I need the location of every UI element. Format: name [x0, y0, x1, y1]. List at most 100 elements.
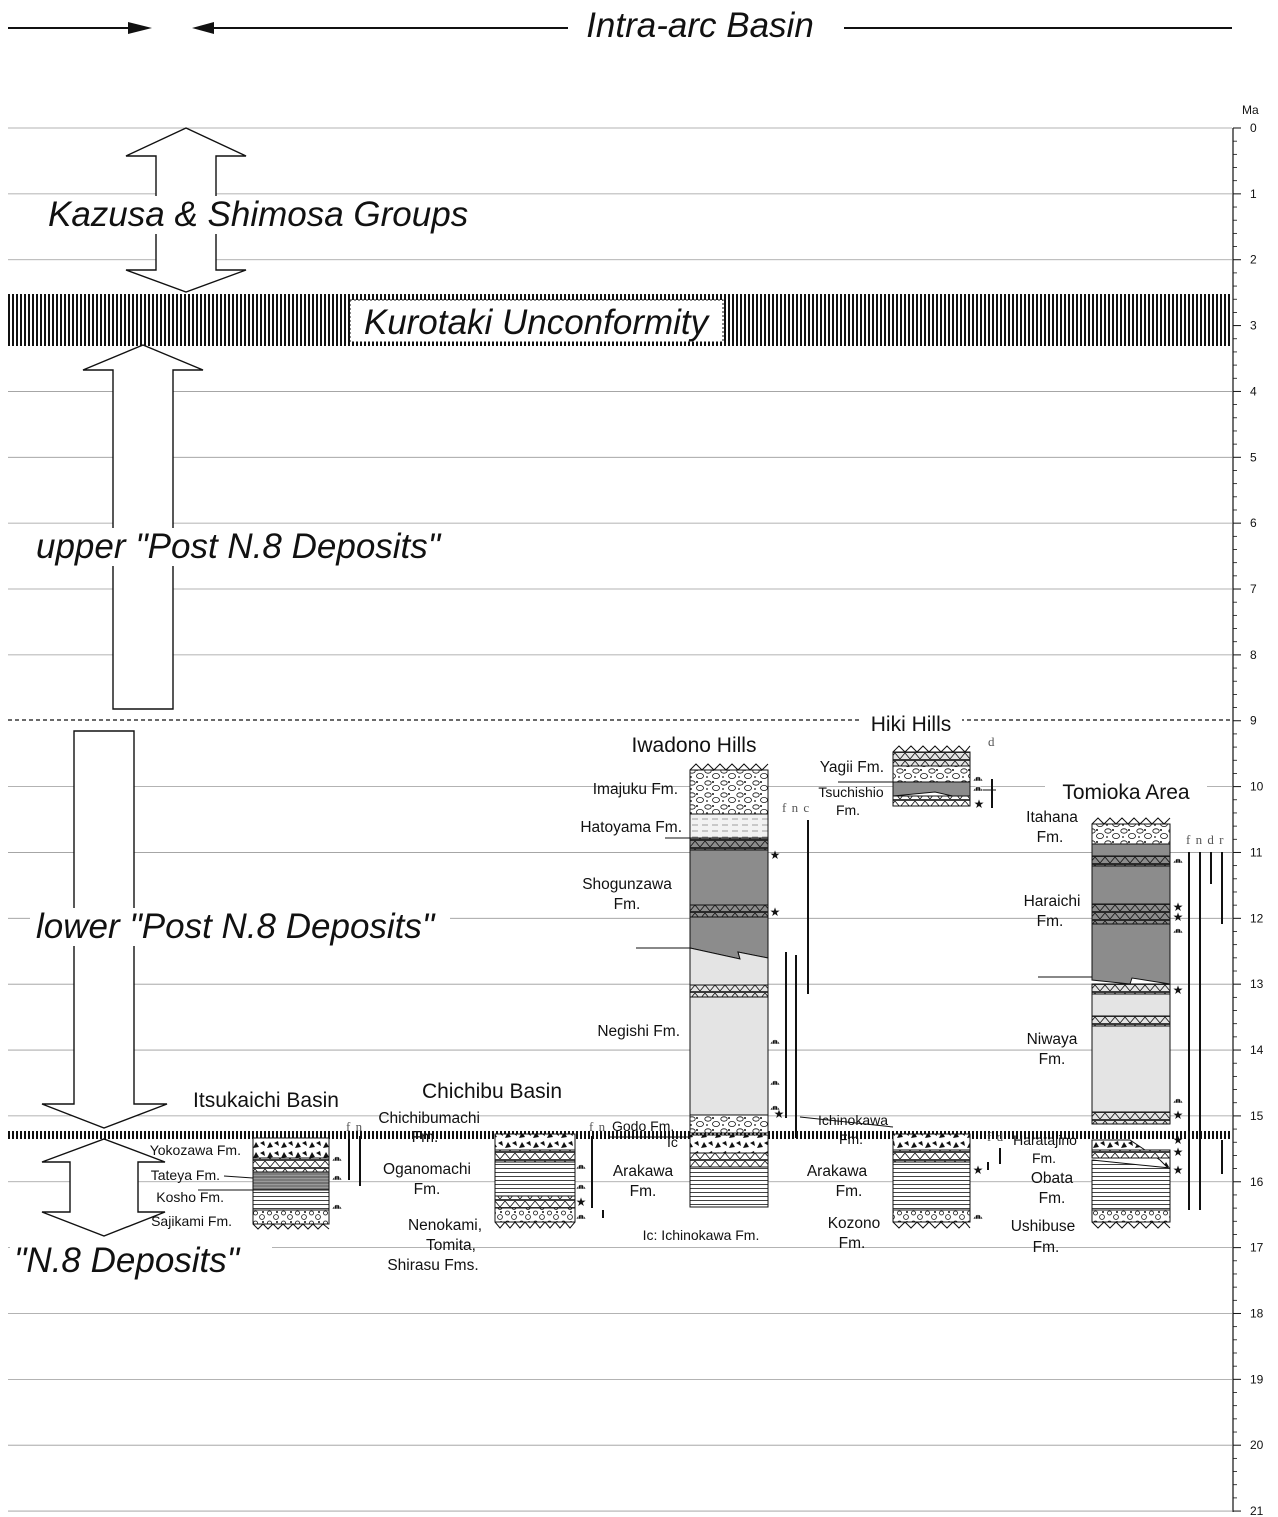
ichinokawa-abbrev-label: Ic	[667, 1134, 678, 1150]
shell-fossil-icon	[972, 775, 984, 782]
kazusa-shimosa-label: Kazusa & Shimosa Groups	[48, 195, 468, 234]
ichinokawa-fm-label: Fm.	[839, 1131, 863, 1147]
star-fossil-icon: ★	[974, 797, 985, 811]
haraichi-label: Haraichi	[1024, 893, 1081, 910]
oganomachi-fm-label: Fm.	[414, 1181, 441, 1198]
hiki-range-letters-bottom: f d	[987, 1129, 1004, 1144]
star-fossil-icon: ★	[1173, 1145, 1184, 1159]
ushibuse-fm-label: Fm.	[1033, 1239, 1060, 1256]
obata-label: Obata	[1031, 1170, 1074, 1187]
shell-fossil-icon	[331, 1203, 343, 1210]
tomita-label: Tomita,	[426, 1237, 476, 1254]
iwadono-hills-title: Iwadono Hills	[632, 734, 757, 757]
shell-fossil-icon	[769, 1079, 781, 1086]
axis-tick-label: 2	[1250, 253, 1257, 267]
star-fossil-icon: ★	[1173, 1163, 1184, 1177]
star-fossil-icon: ★	[770, 848, 781, 862]
shogunzawa-fm-label: Fm.	[614, 896, 641, 913]
shell-fossil-icon	[331, 1174, 343, 1181]
itsukaichi-basin-title: Itsukaichi Basin	[193, 1089, 339, 1112]
chichibu-basin-title: Chichibu Basin	[422, 1080, 562, 1103]
axis-tick-label: 10	[1250, 780, 1264, 794]
niwaya-label: Niwaya	[1027, 1031, 1078, 1048]
axis-tick-label: 6	[1250, 516, 1257, 530]
tomioka-range-letters: f n d r	[1186, 832, 1224, 847]
ichinokawa-note: Ic: Ichinokawa Fm.	[643, 1227, 760, 1243]
chichibu-basin-group: Chichibu Basin Chichibumachi Fm. Oganoma…	[378, 1080, 759, 1274]
axis-tick-label: 15	[1250, 1109, 1264, 1123]
fossil-markers: ★★★★★★★★★★★★★	[331, 775, 1184, 1220]
shirasu-fms-label: Shirasu Fms.	[387, 1257, 478, 1274]
kosho-fm-label: Kosho Fm.	[156, 1189, 224, 1205]
axis-tick-label: 20	[1250, 1438, 1264, 1452]
niwaya-fm-label: Fm.	[1039, 1051, 1066, 1068]
shell-fossil-icon	[972, 1213, 984, 1220]
axis-tick-label: 16	[1250, 1175, 1264, 1189]
shell-fossil-icon	[575, 1163, 587, 1170]
hiki-arakawa-fm-label: Fm.	[836, 1183, 863, 1200]
arakawa-label: Arakawa	[613, 1163, 674, 1180]
hiki-title-bg	[860, 713, 962, 731]
axis-tick-label: 12	[1250, 911, 1264, 925]
itahana-fm-label: Fm.	[1037, 829, 1064, 846]
upper-post-label-bg	[30, 528, 470, 566]
axis-tick-label: 14	[1250, 1043, 1264, 1057]
lower-post-label-bg	[30, 908, 450, 946]
itsukaichi-basin-group: Itsukaichi Basin Yokozawa Fm. Tateya Fm.…	[150, 1089, 363, 1230]
itsukaichi-range-letters: f n	[346, 1119, 363, 1134]
hiki-arakawa-label: Arakawa	[807, 1163, 868, 1180]
axis-tick-label: 4	[1250, 384, 1257, 398]
n8-unconformity-hatch	[8, 1131, 1232, 1139]
star-fossil-icon: ★	[770, 905, 781, 919]
kozono-fm-label: Fm.	[839, 1235, 866, 1252]
haratajino-fm-label: Fm.	[1032, 1150, 1056, 1166]
iwadono-hills-group: Iwadono Hills Imajuku Fm. Hatoyama Fm. S…	[580, 734, 810, 1208]
star-fossil-icon: ★	[576, 1195, 587, 1209]
axis-tick-label: 17	[1250, 1241, 1264, 1255]
n8-label-bg	[10, 1242, 272, 1278]
sajikami-fm-label: Sajikami Fm.	[151, 1213, 232, 1229]
hatoyama-fm-label: Hatoyama Fm.	[580, 819, 682, 836]
lower-post-n8-label: lower "Post N.8 Deposits"	[36, 907, 436, 946]
tomioka-area-title: Tomioka Area	[1062, 781, 1190, 804]
axis-unit-label: Ma	[1242, 103, 1259, 117]
shell-fossil-icon	[769, 1104, 781, 1111]
tateya-fm-label: Tateya Fm.	[151, 1167, 220, 1183]
shell-fossil-icon	[331, 1155, 343, 1162]
left-arrowhead-icon	[192, 22, 214, 34]
n8-double-arrow-icon	[41, 1138, 166, 1237]
oganomachi-label: Oganomachi	[383, 1161, 471, 1178]
star-fossil-icon: ★	[1173, 910, 1184, 924]
shell-fossil-icon	[1172, 857, 1184, 864]
star-fossil-icon: ★	[1173, 1108, 1184, 1122]
intra-arc-basin-title: Intra-arc Basin	[586, 6, 814, 45]
godo-fm-label: Godo Fm.	[612, 1118, 674, 1134]
chichibumachi-label: Chichibumachi	[378, 1110, 480, 1127]
haratajino-label: Haratajino	[1013, 1132, 1077, 1148]
axis-tick-label: 7	[1250, 582, 1257, 596]
shell-fossil-icon	[1172, 927, 1184, 934]
axis-tick-label: 8	[1250, 648, 1257, 662]
shell-fossil-icon	[575, 1213, 587, 1220]
imajuku-fm-label: Imajuku Fm.	[593, 781, 678, 798]
hiki-hills-title: Hiki Hills	[871, 713, 952, 736]
axis-tick-label: 19	[1250, 1372, 1264, 1386]
nenokami-label: Nenokami,	[408, 1217, 482, 1234]
shell-fossil-icon	[1172, 1097, 1184, 1104]
chichibu-range-letters: f n	[589, 1119, 606, 1134]
shogunzawa-label: Shogunzawa	[582, 876, 672, 893]
tomioka-title-bg	[1045, 780, 1207, 804]
iwadono-range-letters: f n c	[782, 800, 810, 815]
axis-tick-label: 5	[1250, 450, 1257, 464]
tsuchishio-label: Tsuchishio	[818, 784, 884, 800]
star-fossil-icon: ★	[1173, 1133, 1184, 1147]
ushibuse-label: Ushibuse	[1011, 1218, 1076, 1235]
star-fossil-icon: ★	[1173, 900, 1184, 914]
hiki-range-letters-top: d	[988, 734, 996, 749]
right-arrowhead-icon	[128, 22, 152, 34]
arakawa-fm-label: Fm.	[630, 1183, 657, 1200]
hiki-hills-group: Hiki Hills d Yagii Fm. Tsuchishio Fm. Ic…	[799, 713, 1004, 1252]
yokozawa-fm-label: Yokozawa Fm.	[150, 1142, 241, 1158]
kazusa-label-bg	[40, 196, 450, 234]
